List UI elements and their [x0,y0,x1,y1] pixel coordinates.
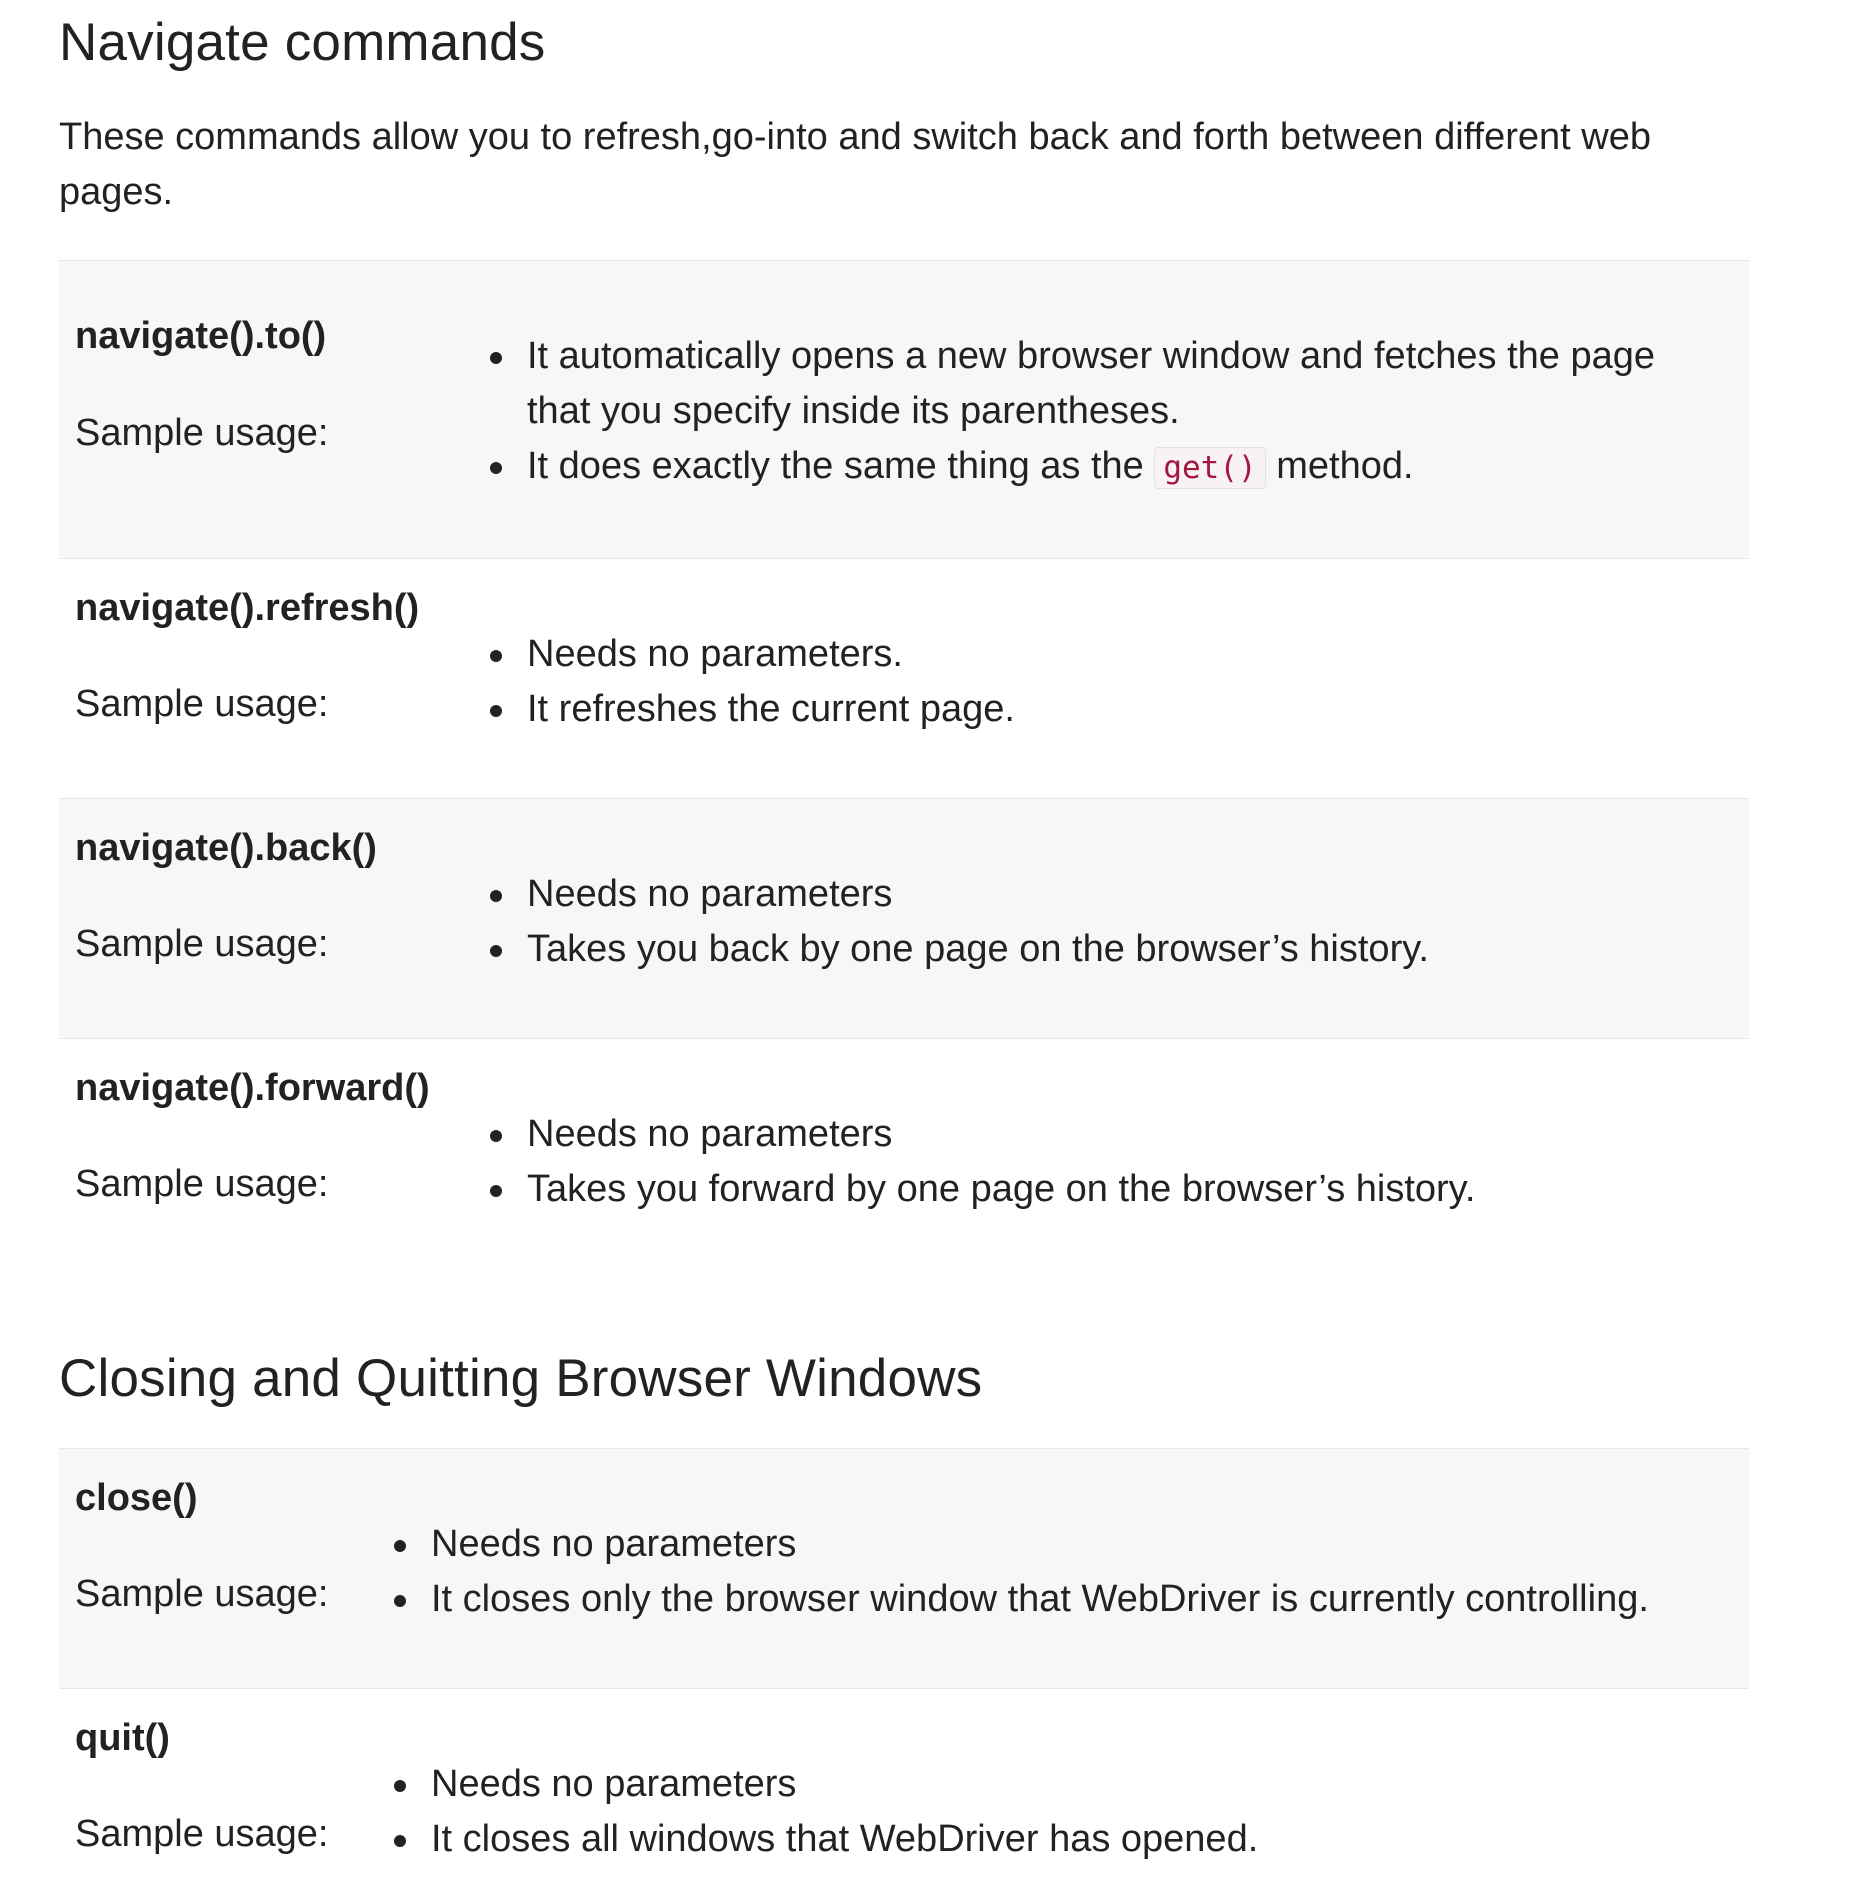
list-item: Needs no parameters [481,867,1661,922]
section-title-closing: Closing and Quitting Browser Windows [59,1349,983,1408]
list-item: It closes only the browser window that W… [385,1572,1705,1627]
description-list: Needs no parameters Takes you forward by… [481,1107,1661,1217]
section-title-navigate: Navigate commands [59,13,546,72]
method-name: navigate().to() [75,315,327,357]
section-intro-navigate: These commands allow you to refresh,go-i… [59,116,1651,213]
description-list: Needs no parameters It closes only the b… [385,1517,1705,1627]
list-item: Needs no parameters. [481,627,1661,682]
method-name: navigate().refresh() [75,587,420,629]
table-row: navigate().to() Sample usage: It automat… [59,260,1749,559]
sample-usage-label: Sample usage: [75,683,329,725]
description-list: Needs no parameters It closes all window… [385,1757,1705,1867]
list-item: It refreshes the current page. [481,682,1661,737]
description-list: Needs no parameters Takes you back by on… [481,867,1661,977]
list-item: It automatically opens a new browser win… [481,329,1661,439]
table-row: quit() Sample usage: Needs no parameters… [59,1688,1749,1895]
inline-code: get() [1154,447,1266,489]
table-row: navigate().refresh() Sample usage: Needs… [59,558,1749,799]
method-name: close() [75,1477,198,1519]
list-item: It closes all windows that WebDriver has… [385,1812,1705,1867]
list-item: Needs no parameters [385,1757,1705,1812]
table-row: close() Sample usage: Needs no parameter… [59,1448,1749,1689]
list-item: Takes you forward by one page on the bro… [481,1162,1661,1217]
bullet-text: It does exactly the same thing as the [527,445,1144,487]
description-list: Needs no parameters. It refreshes the cu… [481,627,1661,737]
list-item: Takes you back by one page on the browse… [481,922,1661,977]
navigate-commands-table: navigate().to() Sample usage: It automat… [59,260,1749,1269]
closing-commands-table: close() Sample usage: Needs no parameter… [59,1448,1749,1895]
method-name: quit() [75,1717,170,1759]
sample-usage-label: Sample usage: [75,1163,329,1205]
sample-usage-label: Sample usage: [75,1813,329,1855]
list-item: It does exactly the same thing as the ge… [481,439,1661,496]
sample-usage-label: Sample usage: [75,923,329,965]
description-list: It automatically opens a new browser win… [481,329,1661,496]
sample-usage-label: Sample usage: [75,1573,329,1615]
list-item: Needs no parameters [481,1107,1661,1162]
sample-usage-label: Sample usage: [75,412,329,454]
method-name: navigate().back() [75,827,377,869]
list-item: Needs no parameters [385,1517,1705,1572]
table-row: navigate().back() Sample usage: Needs no… [59,798,1749,1039]
method-name: navigate().forward() [75,1067,430,1109]
table-row: navigate().forward() Sample usage: Needs… [59,1038,1749,1269]
bullet-text: method. [1276,445,1414,487]
